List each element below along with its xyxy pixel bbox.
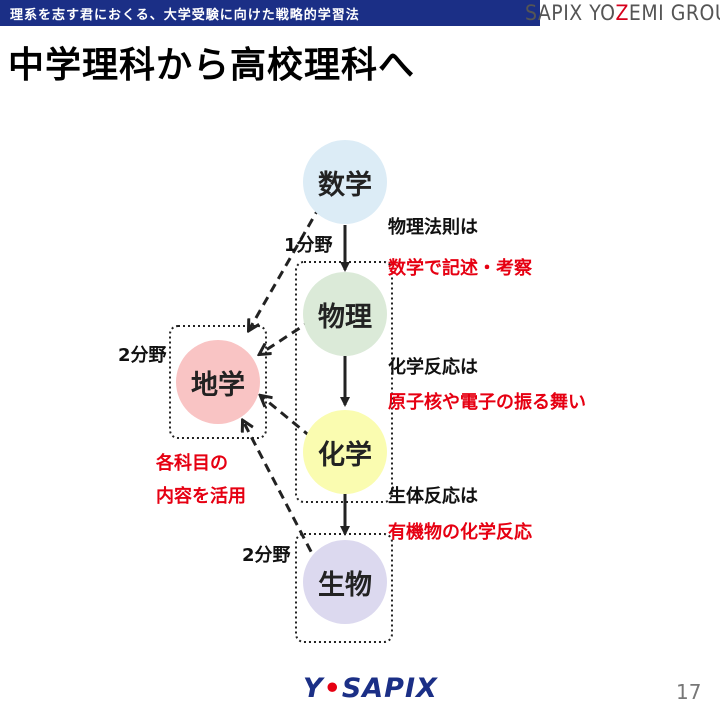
node-math: 数学 [303,140,387,224]
label-two-field-biology: 2分野 [242,545,291,566]
group-name-z: Z [615,1,629,25]
arrow-biology-to-earth [243,421,320,566]
group-name-part1: SAPIX YO [525,1,616,25]
label-one-field: 1分野 [284,235,333,256]
label-two-field-earth: 2分野 [118,345,167,366]
chemistry-note-line2: 原子核や電子の振る舞い [388,392,586,413]
slide-title: 中学理科から高校理科へ [8,45,416,86]
node-physics: 物理 [303,272,387,356]
logo-name: SAPIX [341,673,438,704]
ysapix-logo: Y•SAPIX [303,673,438,704]
earth-note-line1: 各科目の [156,453,228,474]
node-earth: 地学 [176,340,260,424]
node-chemistry: 化学 [303,410,387,494]
earth-note-line2: 内容を活用 [156,486,246,507]
logo-y: Y [303,673,324,704]
header-bar: 理系を志す君におくる、大学受験に向けた戦略的学習法 [0,0,540,26]
arrow-physics-to-earth [260,318,313,354]
biology-note-line2: 有機物の化学反応 [388,522,532,543]
biology-note-line1: 生体反応は [388,486,478,507]
node-biology: 生物 [303,540,387,624]
node-physics-label: 物理 [318,301,372,333]
group-name: SAPIX YOZEMI GROUP [525,0,720,26]
node-biology-label: 生物 [318,569,372,601]
page-number: 17 [676,680,702,704]
arrow-chemistry-to-earth [261,396,312,439]
physics-note-line2: 数学で記述・考察 [388,258,532,279]
arrow-math-to-earth [249,205,322,330]
chemistry-note-line1: 化学反応は [388,357,478,378]
earth-group-box [169,325,267,439]
group-name-part2: EMI GROUP [628,1,720,25]
node-earth-label: 地学 [191,369,245,401]
header-tagline: 理系を志す君におくる、大学受験に向けた戦略的学習法 [10,8,360,23]
logo-dot: • [323,673,342,704]
node-chemistry-label: 化学 [318,439,372,471]
node-math-label: 数学 [318,169,372,201]
physics-note-line1: 物理法則は [388,217,478,238]
